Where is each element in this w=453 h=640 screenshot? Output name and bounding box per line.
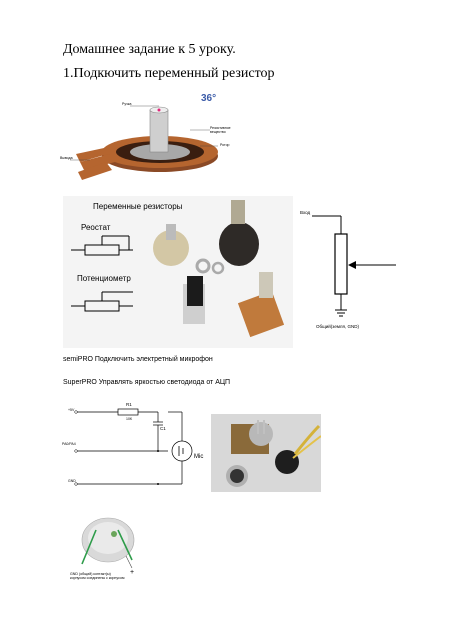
- semipro-task: semiPRO Подключить электретный микрофон: [63, 356, 213, 363]
- label-rotor: Ротор: [220, 143, 230, 147]
- mic-label: Mic: [194, 454, 204, 460]
- mic-circuit-drawing: [74, 408, 193, 486]
- r1-value: 10K: [126, 417, 133, 421]
- r1-label: R1: [126, 402, 132, 407]
- potentiometer-3d-figure: 36° Ручка Резистивное вещество Ротор Выв…: [60, 92, 231, 192]
- label-pins: Вывода: [60, 156, 73, 160]
- microphone-bottom-drawing: [81, 517, 135, 569]
- c1-label: C1: [160, 426, 166, 431]
- potentiometer-label: Потенциометр: [77, 274, 131, 283]
- microphone-photo: [211, 414, 322, 492]
- resistor-symbols: [71, 200, 285, 338]
- schematic-input-label: Вход: [300, 210, 311, 215]
- task-1-heading: 1.Подкючить переменный резистор: [63, 66, 275, 81]
- pin-label: PA0/PA4: [62, 442, 76, 446]
- mic-plus-label: +: [130, 569, 135, 576]
- variable-resistors-figure: Переменные резисторы Реостат Потенциомет…: [63, 196, 293, 348]
- pot-schematic-drawing: [312, 215, 396, 317]
- potentiometer-schematic: Вход Общий(земля, GND): [298, 210, 406, 336]
- vcc-label: +5V: [68, 408, 75, 412]
- rheostat-label: Реостат: [81, 223, 111, 232]
- microphone-photo-drawing: [211, 414, 322, 492]
- label-handle: Ручка: [122, 102, 132, 106]
- schematic-ground-label: Общий(земля, GND): [316, 324, 359, 329]
- gnd-label: GND: [68, 479, 76, 483]
- microphone-bottom-figure: GND (общий) контакт(ы) корпусом соединен…: [66, 516, 146, 592]
- resistors-title: Переменные резисторы: [93, 202, 183, 211]
- label-resistive: Резистивное вещество: [210, 126, 231, 134]
- angle-label: 36°: [201, 93, 217, 104]
- superpro-task: SuperPRO Управлять яркостью светодиода о…: [63, 379, 231, 386]
- page-title: Домашнее задание к 5 уроку.: [63, 42, 236, 57]
- potentiometer-3d-drawing: [70, 105, 218, 180]
- microphone-circuit: +5V PA0/PA4 GND R1 10K C1 Mic: [62, 398, 204, 492]
- mic-bottom-caption: GND (общий) контакт(ы) корпусом соединен…: [70, 572, 125, 581]
